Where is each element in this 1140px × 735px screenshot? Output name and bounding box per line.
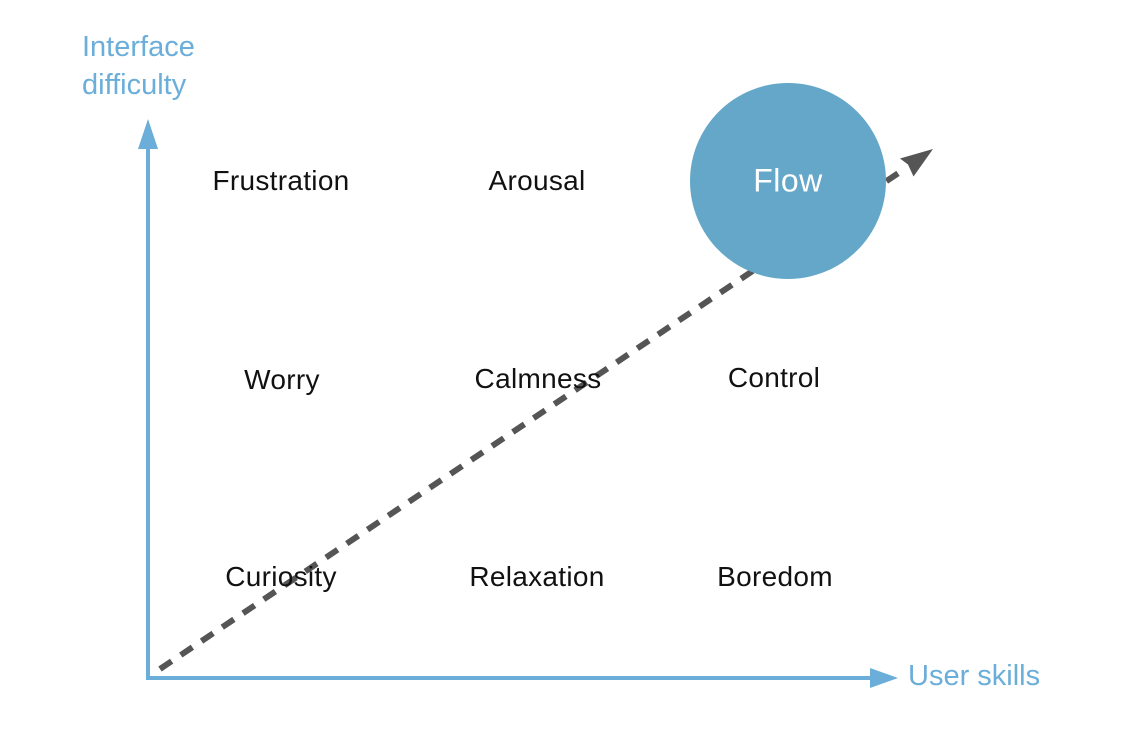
cell-label-frustration: Frustration	[212, 165, 350, 196]
y-axis-label-line2: difficulty	[82, 69, 187, 101]
x-axis-arrowhead-icon	[870, 668, 898, 688]
flow-circle	[690, 83, 886, 279]
cell-label-flow: Flow	[753, 162, 823, 199]
cell-label-arousal: Arousal	[488, 165, 586, 196]
cell-label-curiosity: Curiosity	[225, 561, 337, 592]
y-axis-label-line1: Interface	[82, 31, 195, 63]
cell-label-relaxation: Relaxation	[469, 561, 605, 592]
cell-label-worry: Worry	[244, 364, 320, 395]
x-axis-label: User skills	[908, 660, 1041, 693]
cell-label-calmness: Calmness	[474, 363, 602, 394]
y-axis-arrowhead-icon	[138, 119, 158, 149]
flow-trajectory-arrowhead-icon	[900, 149, 933, 177]
y-axis-label: Interface difficulty	[82, 28, 195, 104]
cell-label-boredom: Boredom	[717, 561, 833, 592]
cell-label-control: Control	[727, 362, 821, 393]
